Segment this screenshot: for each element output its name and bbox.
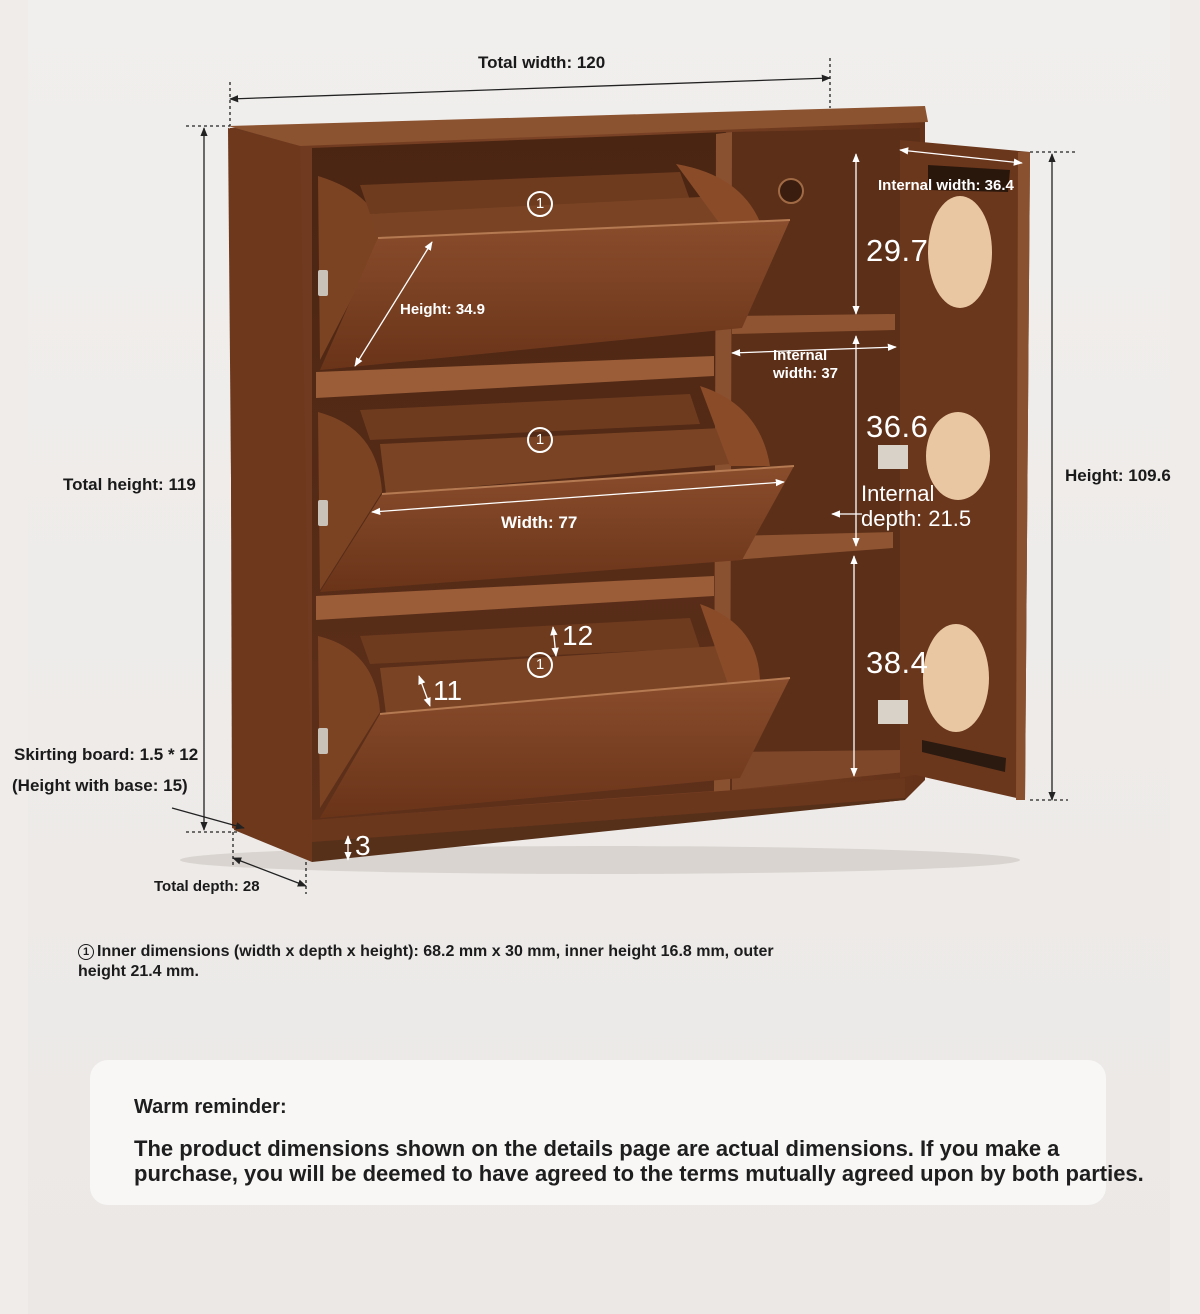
shelf-internal-width-label: Internal width: 37 <box>773 347 839 382</box>
flap-width-label: Width: 77 <box>501 513 578 532</box>
warm-reminder-box: Warm reminder: The product dimensions sh… <box>90 1060 1144 1205</box>
skirting-board-label: Skirting board: 1.5 * 12 <box>14 745 199 764</box>
shoe-flap-1 <box>318 164 791 370</box>
internal-depth-label: Internal depth: 21.5 <box>861 481 972 531</box>
base-height-label: 3 <box>355 830 371 861</box>
note-marker: 1 <box>78 944 94 960</box>
cabinet-door <box>878 140 1030 800</box>
dimension-lines <box>171 58 1076 894</box>
compartment-2-height: 36.6 <box>866 409 929 444</box>
compartment-1-height: 29.7 <box>866 233 929 268</box>
slat-gap-11-label: 11 <box>433 675 463 706</box>
door-height-label: Height: 109.6 <box>1065 466 1171 485</box>
shoe-flap-3 <box>318 604 791 818</box>
inner-dimension-lines <box>344 147 1023 861</box>
compartment-3-height: 38.4 <box>866 645 929 680</box>
door-internal-width-label: Internal width: 36.4 <box>878 177 1014 194</box>
flap-2-marker: 1 <box>527 427 553 453</box>
shoe-flap-2 <box>318 386 795 592</box>
flap-height-label: Height: 34.9 <box>400 301 486 318</box>
hinge-icons <box>318 270 328 754</box>
flap-1-marker: 1 <box>527 191 553 217</box>
reminder-title: Warm reminder: <box>134 1096 287 1118</box>
reminder-body: The product dimensions shown on the deta… <box>134 1136 1144 1186</box>
total-width-label: Total width: 120 <box>478 53 606 72</box>
total-depth-label: Total depth: 28 <box>154 878 260 895</box>
slat-gap-12-label: 12 <box>562 620 594 651</box>
note-text: Inner dimensions (width x depth x height… <box>78 943 774 980</box>
flap-3-marker: 1 <box>527 652 553 678</box>
height-with-base-label: (Height with base: 15) <box>12 776 188 795</box>
total-height-label: Total height: 119 <box>63 475 196 494</box>
